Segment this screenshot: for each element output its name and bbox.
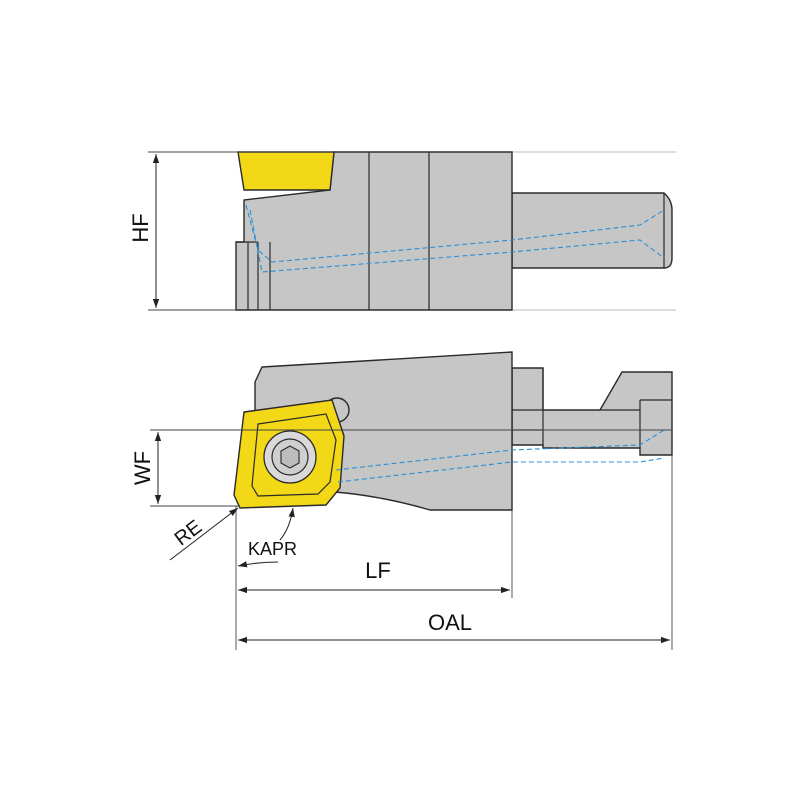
re-leader-line xyxy=(169,507,239,561)
top-coolant-channel-2 xyxy=(337,457,665,483)
kapr-label: KAPR xyxy=(248,539,297,559)
torx-socket-icon xyxy=(280,445,300,469)
top-shank xyxy=(511,367,673,456)
side-view: HF xyxy=(128,151,676,311)
side-coolant-channel-1 xyxy=(245,204,665,263)
top-coolant-channel-1 xyxy=(335,429,665,471)
wf-label: WF xyxy=(130,451,155,485)
re-label: RE xyxy=(171,516,206,550)
lf-label: LF xyxy=(365,558,391,583)
oal-label: OAL xyxy=(428,610,472,635)
side-insert xyxy=(237,151,335,191)
insert-inner-outline xyxy=(251,413,337,497)
kapr-leader-line xyxy=(279,507,295,541)
top-view: WF RE KAPR LF OAL xyxy=(130,351,673,650)
hf-label: HF xyxy=(128,213,153,242)
side-coolant-channel-2 xyxy=(249,209,665,273)
kapr-angle-arc xyxy=(237,561,279,568)
